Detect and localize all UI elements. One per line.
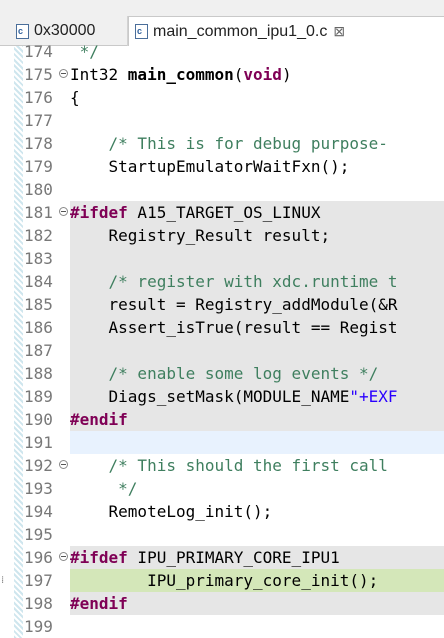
code-line[interactable]: 192 /* This should the first call [0,454,444,477]
code-text [70,339,444,362]
code-line[interactable]: 183 [0,247,444,270]
fold-toggle-icon[interactable] [59,69,68,78]
line-number: 182 [24,226,53,245]
code-text: Int32 main_common(void) [70,65,292,84]
code-line[interactable]: 185 result = Registry_addModule(&R [0,293,444,316]
line-number: 175 [24,65,53,84]
code-line[interactable]: 177 [0,109,444,132]
code-editor[interactable]: 174 */ 175 Int32 main_common(void) 176 {177 1… [0,42,444,638]
code-text: Registry_Result result; [70,224,444,247]
line-number: 198 [24,594,53,613]
c-file-icon: c [135,24,148,39]
code-line[interactable]: 179 StartupEmulatorWaitFxn(); [0,155,444,178]
line-number: 195 [24,525,53,544]
code-line[interactable]: 194 RemoteLog_init(); [0,500,444,523]
code-line[interactable]: 180 [0,178,444,201]
code-text: /* This should the first call [108,456,388,475]
code-line[interactable]: 174 */ [0,40,444,63]
tab-label: 0x30000 [34,22,96,39]
line-number: 178 [24,134,53,153]
line-number: 199 [24,617,53,636]
tab-disassembly[interactable]: c 0x30000 [0,16,128,46]
code-text: #ifdef IPU_PRIMARY_CORE_IPU1 [70,546,444,569]
code-line[interactable]: 188 /* enable some log events */ [0,362,444,385]
line-number: 176 [24,88,53,107]
code-text: StartupEmulatorWaitFxn(); [70,157,350,176]
line-number: 190 [24,410,53,429]
code-text: result = Registry_addModule(&R [70,293,444,316]
code-text: /* enable some log events */ [70,362,444,385]
code-line[interactable]: 184 /* register with xdc.runtime t [0,270,444,293]
fold-toggle-icon[interactable] [59,552,68,561]
tab-main-common-ipu1[interactable]: c main_common_ipu1_0.c ⊠ [128,16,444,46]
code-line[interactable]: 176 { [0,86,444,109]
code-text: /* This is for debug purpose- [108,134,388,153]
code-line[interactable]: 198 #endif [0,592,444,615]
line-number: 181 [24,203,53,222]
code-line[interactable]: 186 Assert_isTrue(result == Regist [0,316,444,339]
code-text: Diags_setMask(MODULE_NAME"+EXF [70,385,444,408]
line-number: 193 [24,479,53,498]
code-line[interactable]: 191 [0,431,444,454]
code-text: Assert_isTrue(result == Regist [70,316,444,339]
code-text: */ [70,479,138,498]
code-text: RemoteLog_init(); [70,502,273,521]
tab-label: main_common_ipu1_0.c [153,22,328,40]
code-text: IPU_primary_core_init(); [70,569,444,592]
line-number: 184 [24,272,53,291]
editor-tab-bar: c 0x30000 c main_common_ipu1_0.c ⊠ [0,0,444,46]
code-text [70,615,444,638]
line-number: 188 [24,364,53,383]
code-text: */ [70,42,99,61]
line-number: 177 [24,111,53,130]
line-number: 192 [24,456,53,475]
code-text: #endif [70,408,444,431]
code-text [70,523,444,546]
line-number: 179 [24,157,53,176]
line-number: 189 [24,387,53,406]
code-text: #ifdef A15_TARGET_OS_LINUX [70,201,444,224]
code-line[interactable]: 182 Registry_Result result; [0,224,444,247]
line-number: 191 [24,433,53,452]
code-text: { [70,88,80,107]
line-number: 187 [24,341,53,360]
code-line[interactable]: 189 Diags_setMask(MODULE_NAME"+EXF [0,385,444,408]
code-text [70,431,444,454]
code-text [70,247,444,270]
code-line[interactable]: 195 [0,523,444,546]
overview-ruler [14,46,23,638]
close-icon[interactable]: ⊠ [333,23,346,39]
line-number: 196 [24,548,53,567]
code-line[interactable]: 193 */ [0,477,444,500]
code-line[interactable]: 178 /* This is for debug purpose- [0,132,444,155]
line-number: 174 [24,42,53,61]
code-line[interactable]: ⁞ 197 IPU_primary_core_init(); [0,569,444,592]
fold-toggle-icon[interactable] [59,207,68,216]
code-text [70,178,444,201]
code-line[interactable]: 181 #ifdef A15_TARGET_OS_LINUX [0,201,444,224]
line-number: 186 [24,318,53,337]
code-line[interactable]: 175 Int32 main_common(void) [0,63,444,86]
c-file-icon: c [16,23,29,39]
line-number: 197 [24,571,53,590]
code-text [70,109,444,132]
fold-toggle-icon[interactable] [59,460,68,469]
code-text: /* register with xdc.runtime t [70,270,444,293]
line-number: 185 [24,295,53,314]
breakpoint-marker-icon[interactable]: ⁞ [1,575,5,586]
code-text: #endif [70,592,444,615]
code-line[interactable]: 196 #ifdef IPU_PRIMARY_CORE_IPU1 [0,546,444,569]
line-number: 194 [24,502,53,521]
code-line[interactable]: 187 [0,339,444,362]
line-number: 183 [24,249,53,268]
line-number: 180 [24,180,53,199]
code-line[interactable]: 199 [0,615,444,638]
code-line[interactable]: 190 #endif [0,408,444,431]
